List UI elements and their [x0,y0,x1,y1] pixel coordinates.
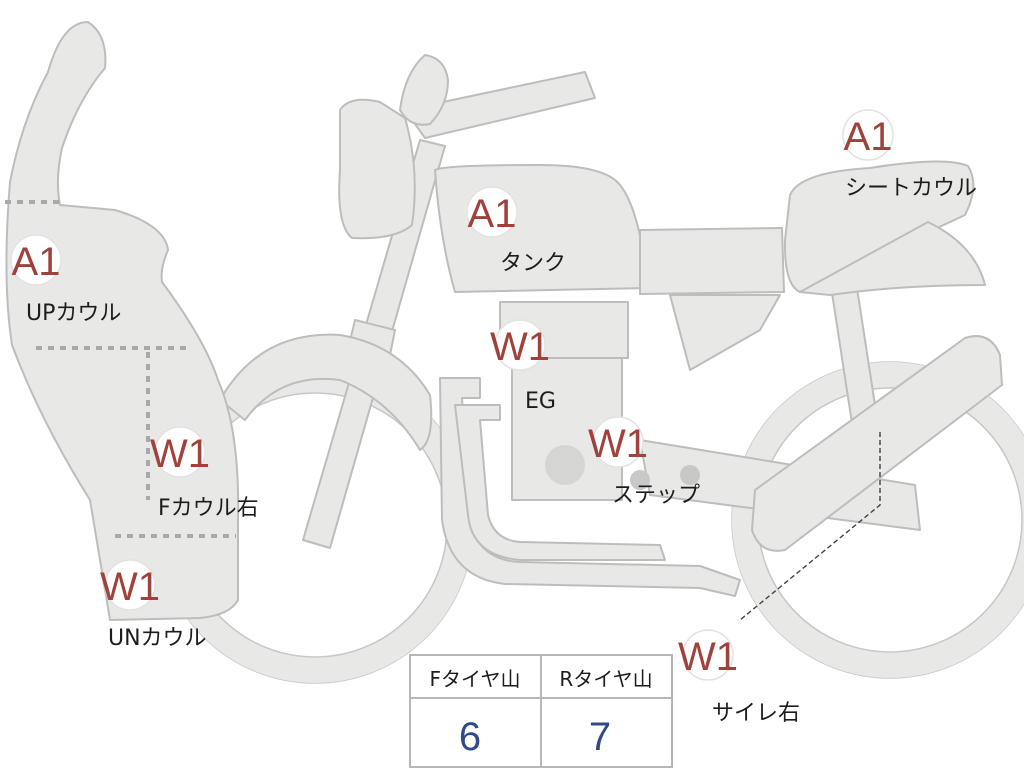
label-eg: W1 EG [490,319,556,414]
rear-tire-header: Rタイヤ山 [559,667,652,691]
muffler [751,335,1003,552]
tail-cowl [799,221,986,296]
grade-text: A1 [844,115,893,159]
seat [783,160,975,293]
grade-text: W1 [678,635,738,679]
rear-fender [669,294,781,371]
rear-tire-value: 7 [589,715,611,759]
front-tire-value: 6 [459,715,481,759]
label-up-cowl: A1 UPカウル [10,234,121,326]
part-label: タンク [500,251,566,276]
grade-text: A1 [12,240,61,284]
label-muffler-right: W1 サイレ右 [678,629,800,726]
grade-text: A1 [468,192,517,236]
muffler-leader-line [739,432,881,621]
part-label: UNカウル [108,626,207,651]
part-label: Fカウル右 [158,496,259,521]
grade-text: W1 [100,565,160,609]
label-un-cowl: W1 UNカウル [100,559,207,651]
label-seat-cowl: A1 シートカウル [842,109,977,201]
part-label: EG [525,389,556,414]
side-cover [639,227,785,295]
fairing-seams [5,200,236,538]
label-step: W1 ステップ [588,416,700,508]
front-fender [219,333,433,451]
grade-text: W1 [490,325,550,369]
grade-text: W1 [588,422,648,466]
grade-text: W1 [150,432,210,476]
headlight [338,98,416,240]
part-label: シートカウル [845,176,977,201]
part-label: サイレ右 [712,701,800,726]
handlebar [404,71,596,139]
part-label: ステップ [612,483,700,508]
mirror [399,54,449,126]
label-tank: A1 タンク [466,186,566,276]
tire-tread-table: Fタイヤ山 Rタイヤ山 6 7 [409,654,673,768]
label-f-cowl-right: W1 Fカウル右 [150,426,259,521]
front-tire-header: Fタイヤ山 [430,667,521,691]
part-label: UPカウル [26,301,121,326]
